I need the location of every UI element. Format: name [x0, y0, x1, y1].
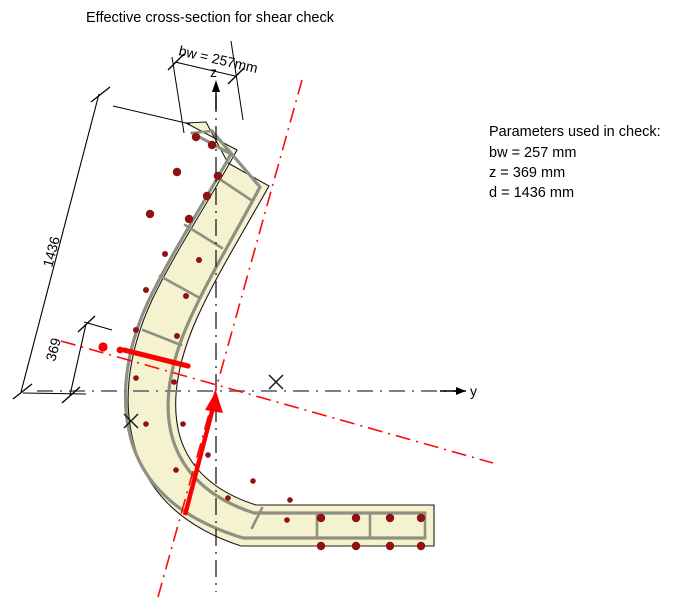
concrete-section-outline [127, 121, 435, 547]
rebar-bar [213, 171, 223, 181]
rebar-bar [225, 495, 231, 501]
rebar-bar [143, 287, 149, 293]
rebar-bar [184, 214, 194, 224]
page-title: Effective cross-section for shear check [86, 10, 335, 26]
parameter-d: d = 1436 mm [489, 185, 574, 201]
rebar-bar [250, 478, 256, 484]
rebar-bar [351, 541, 361, 551]
dimension-d-label: 1436 [39, 234, 63, 268]
rebar-bar [316, 513, 326, 523]
dimension-bw-label: bw = 257mm [177, 42, 259, 76]
rebar-bar [287, 497, 293, 503]
rebar-bar [180, 421, 186, 427]
rebar-bar [133, 375, 139, 381]
dimension-z: 369 [22, 315, 113, 404]
rebar-bar [145, 209, 155, 219]
rebar-bar [191, 132, 201, 142]
axis-z-arrowhead [212, 80, 220, 92]
axis-y-label: y [470, 383, 477, 399]
rebar-bar [162, 251, 168, 257]
rebar-bar [385, 541, 395, 551]
rebar-bar [196, 257, 202, 263]
rebar-bar [351, 513, 361, 523]
parameter-bw: bw = 257 mm [489, 145, 576, 161]
rebar-bar [205, 452, 211, 458]
rebar-bar [416, 513, 426, 523]
shear-force-arrowhead [205, 391, 223, 413]
rebar-bar [202, 191, 212, 201]
rebar-bar [385, 513, 395, 523]
rebar-bar [133, 327, 139, 333]
shear-centre-marker [123, 413, 139, 429]
rebar-highlight-dot [98, 342, 108, 352]
rebar-bar [316, 541, 326, 551]
stirrup-ties-upper [141, 129, 253, 347]
parameters-block: Parameters used in check: bw = 257 mm z … [489, 124, 661, 201]
rebar-bar [416, 541, 426, 551]
rebar-bar [183, 293, 189, 299]
rebar-bar [173, 467, 179, 473]
principal-axis-minor [60, 340, 494, 464]
rebar-bar [284, 517, 290, 523]
rebar-group-upper [98, 132, 293, 523]
rebar-bar [143, 421, 149, 427]
dimension-z-label: 369 [42, 336, 64, 363]
rebar-group-lower [316, 513, 426, 551]
parameters-heading: Parameters used in check: [489, 124, 661, 140]
rebar-bar [171, 379, 177, 385]
shear-force-arrow-shaft [182, 403, 217, 516]
rebar-bar [207, 140, 217, 150]
rebar-highlight-dot [116, 346, 124, 354]
stirrup-inner-band [166, 129, 427, 515]
parameter-z: z = 369 mm [489, 165, 565, 181]
axis-y-arrowhead [456, 387, 466, 395]
rebar-bar [172, 167, 182, 177]
axis-z-label: z [210, 64, 217, 80]
dimension-d: 1436 [12, 86, 191, 400]
neutral-axis-segment [121, 347, 191, 369]
centroid-marker [268, 374, 284, 390]
principal-axis-major [157, 79, 303, 598]
rebar-bar [174, 333, 180, 339]
